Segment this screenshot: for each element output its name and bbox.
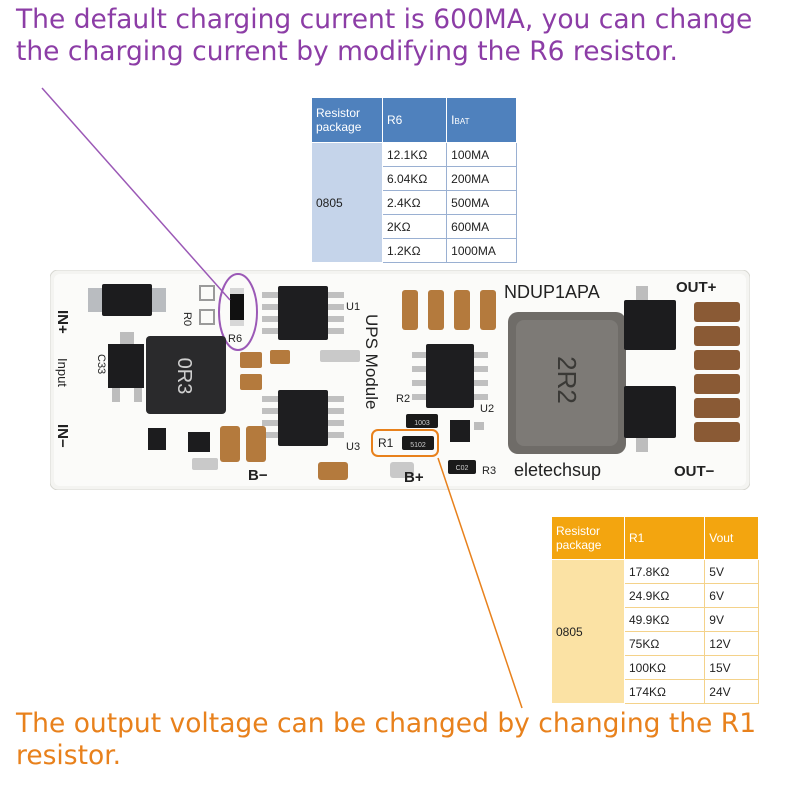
r6-value: 2.4KΩ bbox=[381, 190, 448, 215]
r1-vout: 6V bbox=[704, 583, 759, 608]
r1-vout: 5V bbox=[704, 559, 759, 584]
r1-value: 100KΩ bbox=[623, 655, 706, 680]
r1-vout: 12V bbox=[704, 631, 759, 656]
u3-chip bbox=[262, 390, 344, 446]
r6-callout-line bbox=[41, 87, 231, 301]
r6-value: 6.04KΩ bbox=[381, 166, 448, 191]
r1-value: 24.9KΩ bbox=[623, 583, 706, 608]
r1-highlight bbox=[371, 429, 439, 457]
large-inductor: 2R2 bbox=[508, 312, 626, 454]
u3-label: U3 bbox=[346, 441, 360, 453]
c33-label: C33 bbox=[95, 354, 107, 374]
r6-highlight bbox=[218, 273, 258, 351]
r1-vout: 9V bbox=[704, 607, 759, 632]
r1-package-cell: 0805 bbox=[551, 559, 625, 704]
r6-value: 12.1KΩ bbox=[381, 142, 448, 167]
out-minus-label: OUT− bbox=[674, 463, 715, 480]
r1-header-vout: Vout bbox=[704, 516, 759, 560]
r1-value: 49.9KΩ bbox=[623, 607, 706, 632]
r1-header-package: Resistor package bbox=[551, 516, 625, 560]
r3-marking: C02 bbox=[456, 465, 469, 472]
r0-label: R0 bbox=[181, 312, 193, 326]
b-plus-label: B+ bbox=[404, 469, 424, 486]
r1-vout: 24V bbox=[704, 679, 759, 704]
r2-label: R2 bbox=[396, 393, 410, 405]
in-plus-label: IN+ bbox=[54, 310, 71, 334]
r6-value: 2KΩ bbox=[381, 214, 448, 239]
r6-header-r6: R6 bbox=[381, 97, 448, 143]
r6-current: 1000MA bbox=[446, 238, 517, 263]
r1-callout-line bbox=[437, 457, 523, 709]
r6-header-ibat: IBAT bbox=[446, 97, 517, 143]
b-minus-label: B− bbox=[248, 467, 268, 484]
model-label: NDUP1APA bbox=[504, 282, 600, 302]
r6-current: 200MA bbox=[446, 166, 517, 191]
r6-package-cell: 0805 bbox=[311, 142, 383, 263]
r1-vout: 15V bbox=[704, 655, 759, 680]
out-plus-label: OUT+ bbox=[676, 279, 717, 296]
input-label: Input bbox=[55, 358, 70, 387]
in-minus-label: IN− bbox=[54, 424, 71, 448]
small-inductor: 0R3 bbox=[146, 336, 226, 414]
r6-current: 600MA bbox=[446, 214, 517, 239]
r6-header-i: I bbox=[451, 113, 455, 127]
r6-header-bat: BAT bbox=[454, 117, 470, 126]
r1-value: 17.8KΩ bbox=[623, 559, 706, 584]
r6-header-package: Resistor package bbox=[311, 97, 383, 143]
u2-chip bbox=[412, 344, 488, 408]
ups-module-board: R0 R6 U1 UPS Module IN+ Input IN− C33 0R… bbox=[50, 270, 750, 490]
inductor-large-marking: 2R2 bbox=[552, 356, 582, 404]
charging-current-caption: The default charging current is 600MA, y… bbox=[16, 4, 753, 68]
u1-chip bbox=[262, 286, 344, 340]
inductor-small-marking: 0R3 bbox=[173, 358, 195, 395]
r6-current: 500MA bbox=[446, 190, 517, 215]
r6-label: R6 bbox=[228, 333, 242, 345]
module-label: UPS Module bbox=[362, 314, 381, 409]
r3-label: R3 bbox=[482, 465, 496, 477]
r1-value: 75KΩ bbox=[623, 631, 706, 656]
output-voltage-caption: The output voltage can be changed by cha… bbox=[16, 708, 757, 772]
r1-marking: 5102 bbox=[410, 442, 426, 449]
r1-value: 174KΩ bbox=[623, 679, 706, 704]
r1-header-r1: R1 bbox=[623, 516, 706, 560]
r1-voltage-table: Resistor package R1 Vout 0805 17.8KΩ 5V … bbox=[551, 516, 759, 704]
r1-label: R1 bbox=[378, 436, 394, 450]
r2-marking: 1003 bbox=[414, 420, 430, 427]
u1-label: U1 bbox=[346, 301, 360, 313]
r6-value: 1.2KΩ bbox=[381, 238, 448, 263]
r6-current: 100MA bbox=[446, 142, 517, 167]
u2-label: U2 bbox=[480, 403, 494, 415]
brand-label: eletechsup bbox=[514, 460, 601, 480]
input-diode bbox=[88, 284, 166, 316]
r6-charging-table: Resistor package R6 IBAT 0805 12.1KΩ 100… bbox=[311, 97, 517, 263]
